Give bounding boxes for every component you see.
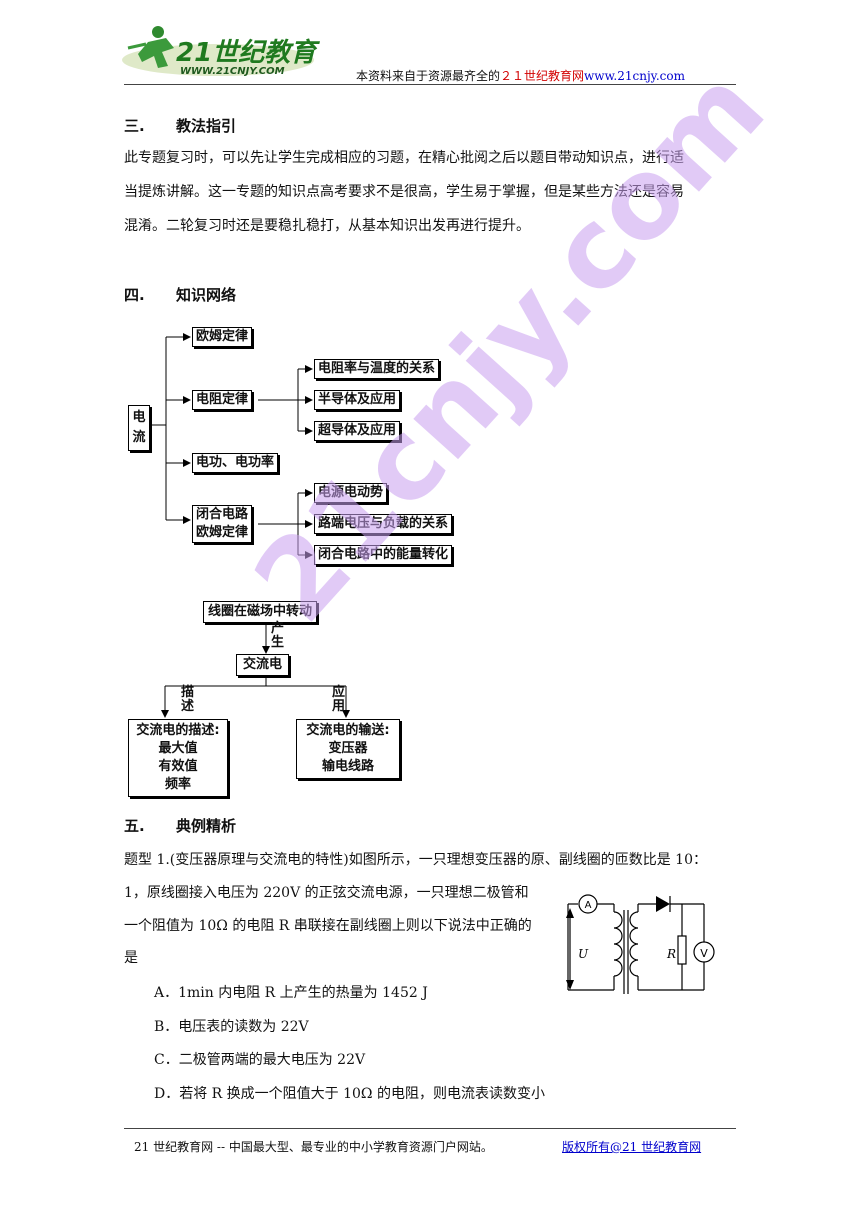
problem-line-1: 题型 1.(变压器原理与交流电的特性)如图所示，一只理想变压器的原、副线圈的匝数… <box>124 852 707 868</box>
voltage-label: U <box>578 947 589 961</box>
option-d[interactable]: D．若将 R 换成一个阻值大于 10Ω 的电阻，则电流表读数变小 <box>154 1086 545 1102</box>
node-semiconductor: 半导体及应用 <box>314 390 401 410</box>
map-root-current: 电 流 <box>128 405 150 451</box>
node-terminal-voltage: 路端电压与负载的关系 <box>314 514 453 534</box>
footer-divider <box>124 1128 736 1129</box>
node-resistivity-temp: 电阻率与温度的关系 <box>314 359 440 379</box>
footer-copyright-link[interactable]: 版权所有@21 世纪教育网 <box>562 1140 702 1154</box>
section-3-title: 三.教法指引 <box>124 117 237 135</box>
footer-text: 21 世纪教育网 -- 中国最大型、最专业的中小学教育资源门户网站。 <box>134 1140 493 1154</box>
label-produce: 产 生 <box>271 621 285 650</box>
problem-line-4: 是 <box>124 950 138 966</box>
label-apply: 应 用 <box>332 685 346 714</box>
ammeter-label: A <box>585 900 592 911</box>
node-closed-circuit-ohm: 闭合电路 欧姆定律 <box>192 505 253 543</box>
node-superconductor: 超导体及应用 <box>314 421 401 441</box>
site-url-link[interactable]: www.21cnjy.com <box>584 69 685 83</box>
header-source-text: 本资料来自于资源最齐全的２１世纪教育网www.21cnjy.com <box>356 69 685 83</box>
label-describe: 描 述 <box>181 685 195 714</box>
option-c[interactable]: C．二极管两端的最大电压为 22V <box>154 1052 366 1068</box>
option-a[interactable]: A．1min 内电阻 R 上产生的热量为 1452 J <box>154 985 428 1001</box>
section-5-title: 五.典例精析 <box>124 817 237 835</box>
node-emf: 电源电动势 <box>314 483 388 503</box>
section-3-paragraph: 此专题复习时，可以先让学生完成相应的习题，在精心批阅之后以题目带动知识点，进行适… <box>124 150 684 234</box>
problem-line-3: 一个阻值为 10Ω 的电阻 R 串联接在副线圈上则以下说法中正确的 <box>124 918 532 934</box>
node-energy-conversion: 闭合电路中的能量转化 <box>314 545 453 565</box>
header-divider <box>124 84 736 85</box>
voltmeter-label: V <box>700 947 708 960</box>
site-name-link[interactable]: ２１世纪教育网 <box>500 69 585 83</box>
logo-title: 21世纪教育 <box>176 38 317 68</box>
section-4-title: 四.知识网络 <box>124 286 237 304</box>
logo-url: WWW.21CNJY.COM <box>180 66 285 77</box>
node-ac-transmission: 交流电的输送: 变压器 输电线路 <box>296 719 400 779</box>
node-resistance-law: 电阻定律 <box>192 390 253 410</box>
node-ohm-law: 欧姆定律 <box>192 327 253 347</box>
diode-icon <box>656 896 670 912</box>
site-logo[interactable]: 21世纪教育 WWW.21CNJY.COM <box>118 18 343 84</box>
node-coil-rotation: 线圈在磁场中转动 <box>203 601 318 623</box>
node-electric-power: 电功、电功率 <box>192 453 279 473</box>
node-ac: 交流电 <box>236 654 290 676</box>
resistor-label: R <box>666 947 676 961</box>
problem-line-2: 1，原线圈接入电压为 220V 的正弦交流电源，一只理想二极管和 <box>124 885 529 901</box>
runner-logo-icon <box>122 26 314 76</box>
node-ac-description: 交流电的描述: 最大值 有效值 频率 <box>128 719 228 797</box>
option-b[interactable]: B．电压表的读数为 22V <box>154 1019 309 1035</box>
